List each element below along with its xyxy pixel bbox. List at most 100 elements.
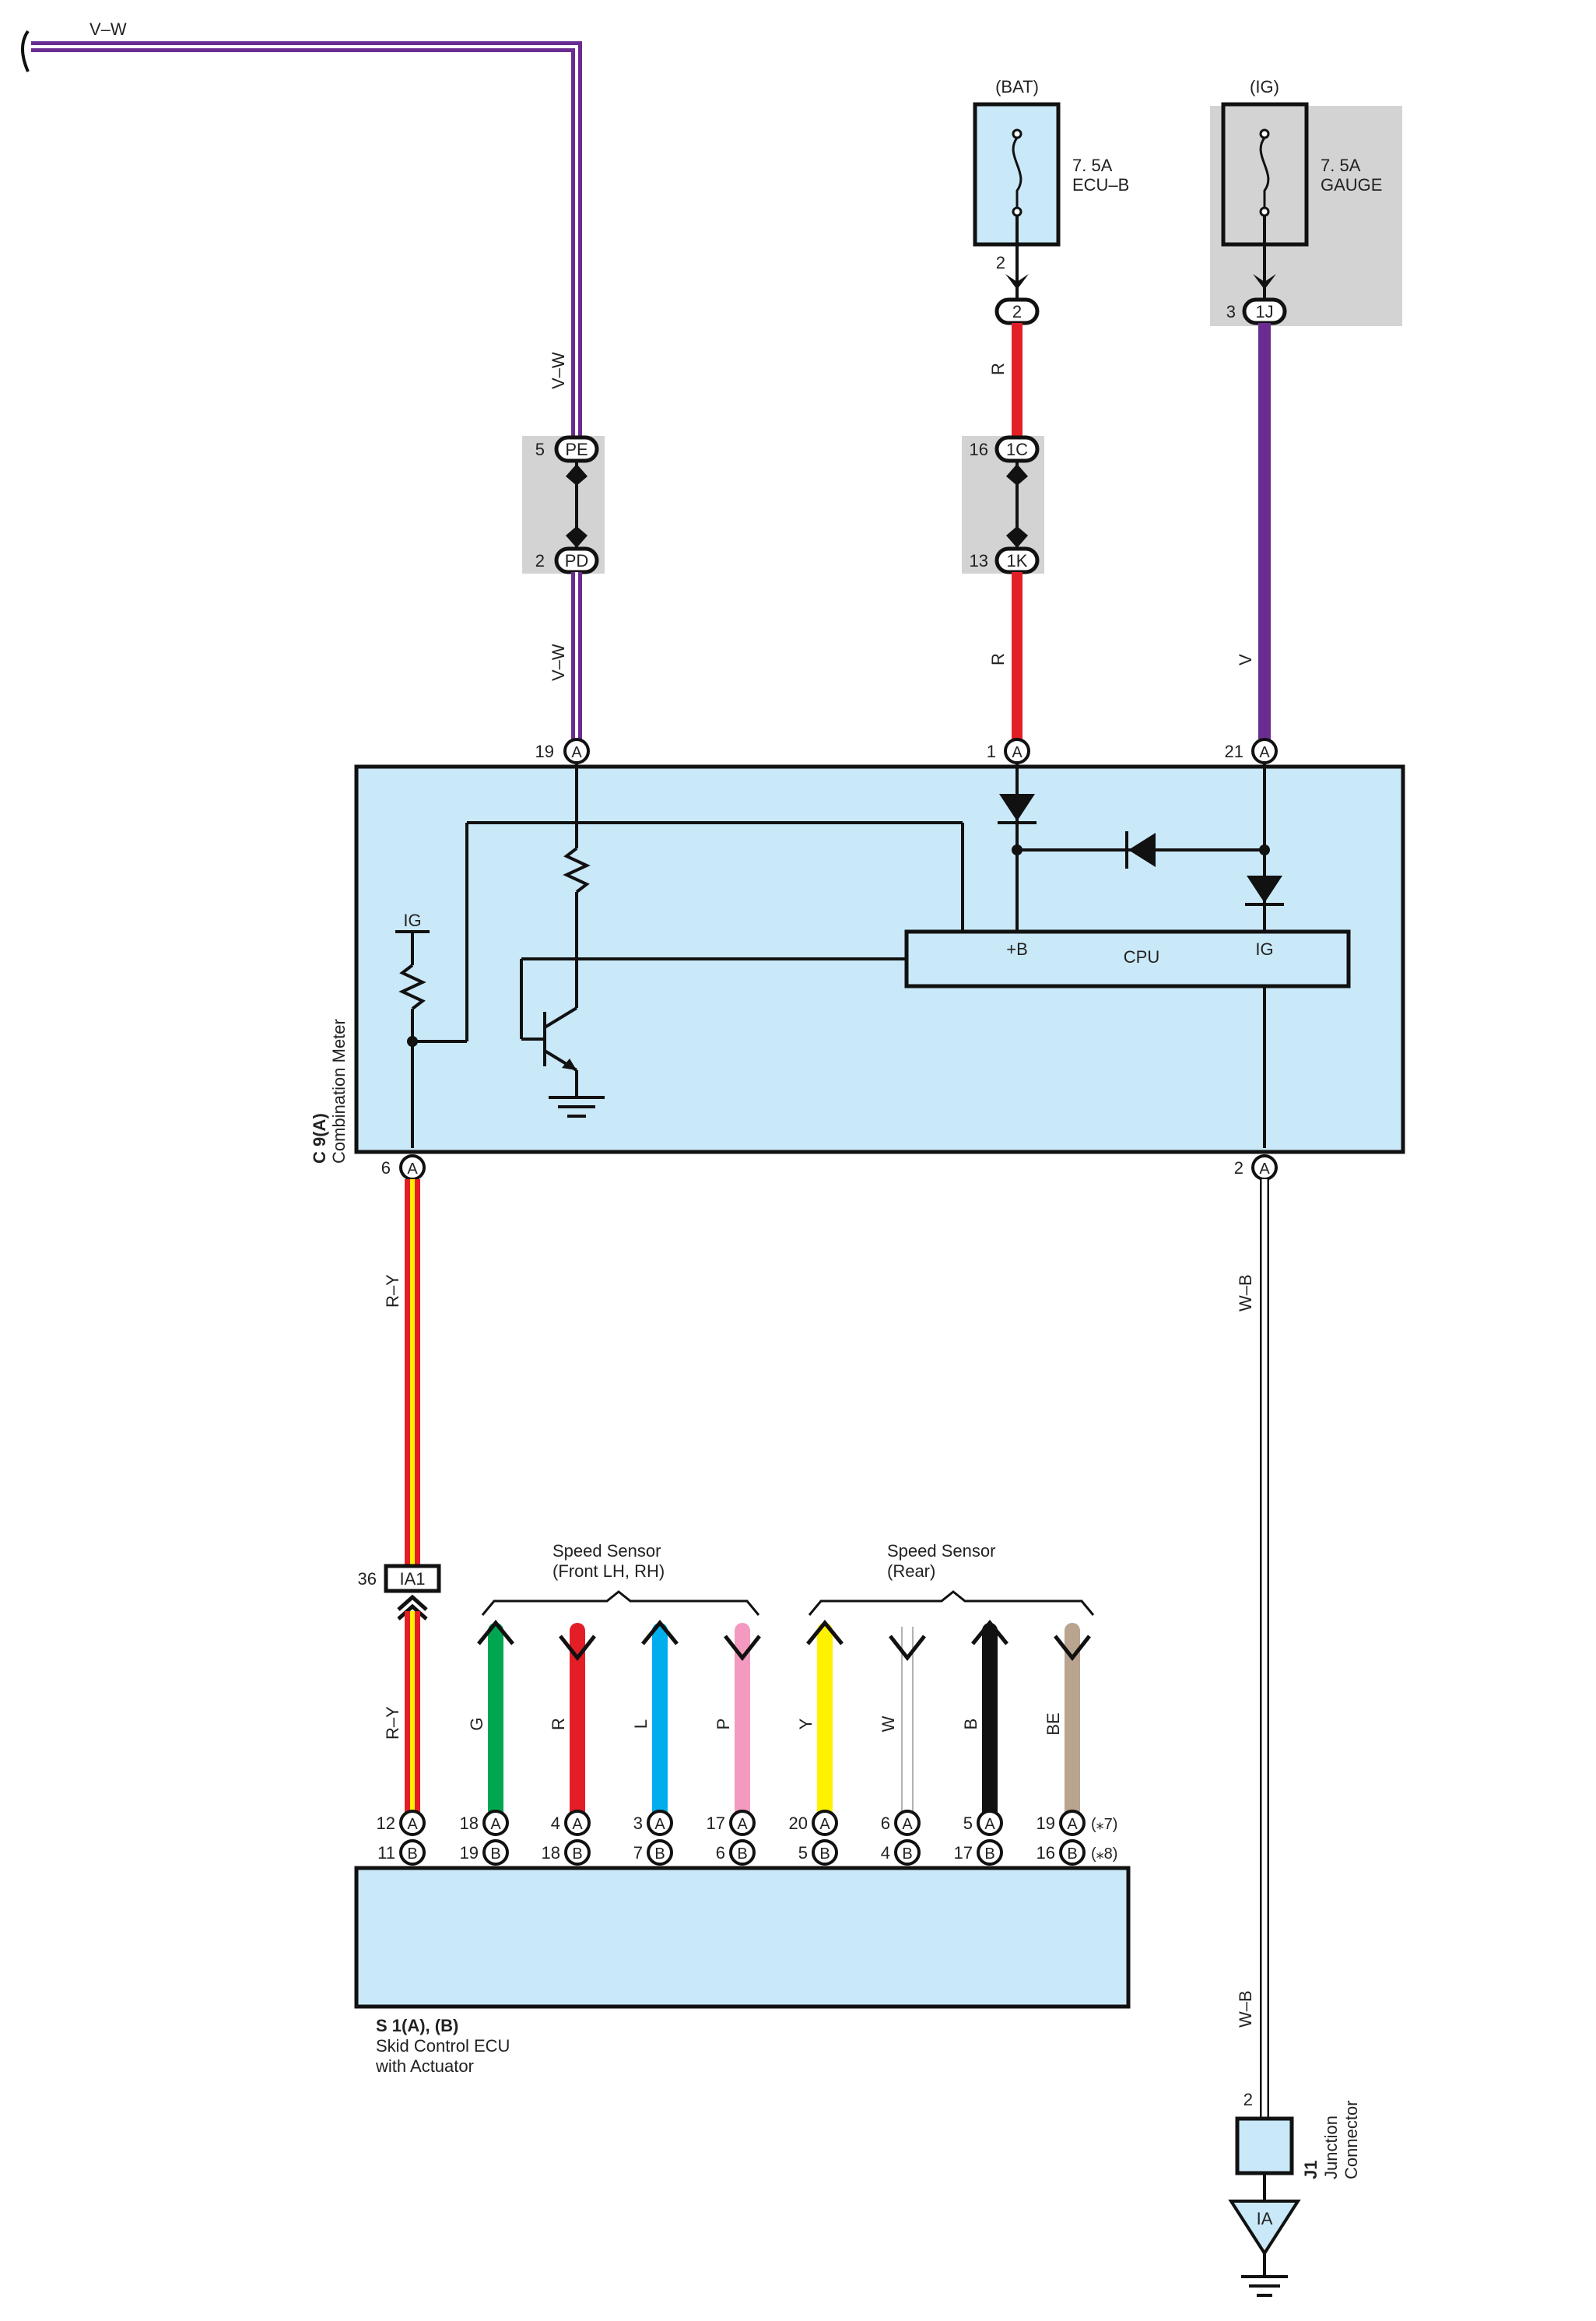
sensor-wire-4 [724, 1623, 761, 1821]
meter-pin-21: A 21 [1225, 738, 1278, 764]
ecu-pin-a-6: A6 [881, 1810, 921, 1836]
connector-1c: 1C 16 [970, 435, 1040, 463]
ecu-pin-a-1: A18 [460, 1810, 509, 1836]
svg-text:20: 20 [789, 1814, 808, 1833]
ecu-pin-a-5: A 20 [789, 1810, 838, 1836]
ecu-name-line2: with Actuator [375, 2056, 474, 2076]
ecu-pin-a-8: A19 [1037, 1810, 1086, 1836]
connector-1c-code: 1C [1006, 440, 1028, 459]
vw-lower-label: V–W [549, 644, 568, 681]
connector-ia1: IA1 36 [358, 1564, 441, 1593]
ecu-pin-b-8: B 16 [1037, 1839, 1086, 1866]
svg-text:5: 5 [798, 1843, 808, 1863]
j1-name-line1: Junction [1321, 2116, 1341, 2179]
top-left-wire-label: V–W [89, 19, 127, 39]
svg-text:3: 3 [633, 1814, 643, 1833]
svg-text:A: A [1067, 1816, 1078, 1833]
svg-text:A: A [902, 1816, 913, 1833]
svg-text:17: 17 [954, 1843, 973, 1863]
ecu-note-b: (⁎8) [1091, 1845, 1117, 1863]
cpu-plus-b-label: +B [1006, 939, 1028, 959]
ecu-pin-b-0: B 11 [377, 1839, 426, 1866]
meter-name: Combination Meter [329, 1019, 349, 1164]
1c-1k-link [1006, 461, 1028, 551]
connector-1k-code: 1K [1007, 551, 1028, 571]
connector-2: 2 [994, 297, 1040, 325]
front-sensor-subtitle: (Front LH, RH) [552, 1561, 665, 1581]
connector-pd-pin: 2 [535, 551, 545, 571]
sensor-wire-label-4: P [714, 1719, 733, 1730]
sensor-wire-3 [641, 1620, 679, 1821]
wb-lower-label: W–B [1236, 1990, 1255, 2028]
connector-1k: 1K 13 [970, 546, 1040, 574]
svg-text:A: A [737, 1816, 748, 1833]
sensor-wire-label-5: Y [796, 1718, 816, 1729]
svg-text:4: 4 [881, 1843, 890, 1863]
cpu-box [904, 929, 1351, 988]
svg-text:6: 6 [881, 1814, 890, 1833]
ecu-pin-b-4: B6 [716, 1839, 756, 1866]
sensor-wire-6 [889, 1623, 926, 1821]
connector-1j: 1J 3 [1226, 297, 1287, 325]
node-diode-right [1259, 844, 1270, 855]
v-wire-label: V [1236, 654, 1255, 665]
meter-code: C 9(A) [310, 1113, 329, 1164]
svg-text:B: B [490, 1845, 500, 1863]
svg-text:A: A [1259, 1160, 1270, 1178]
svg-text:A: A [984, 1816, 995, 1833]
svg-text:6: 6 [716, 1843, 725, 1863]
sensor-wire-1 [477, 1620, 514, 1821]
connector-1j-code: 1J [1255, 302, 1273, 321]
meter-pin-21-num: 21 [1225, 742, 1243, 761]
j1-name-line2: Connector [1342, 2100, 1361, 2179]
svg-text:7: 7 [633, 1843, 643, 1863]
ry-lower-label: R–Y [383, 1706, 402, 1740]
connector-pd-code: PD [565, 551, 589, 571]
ia1-chevrons [397, 1594, 428, 1620]
rear-sensor-subtitle: (Rear) [887, 1561, 935, 1581]
ig-fuse-rating: 7. 5A [1321, 156, 1361, 175]
ecu-pin-b-3: B7 [633, 1839, 673, 1866]
ecu-pin-a-0: A12 [377, 1810, 426, 1836]
meter-pin-6-num: 6 [381, 1158, 391, 1178]
ecu-code: S 1(A), (B) [376, 2016, 458, 2035]
connector-pe-pin: 5 [535, 440, 545, 459]
svg-text:16: 16 [1037, 1843, 1055, 1863]
ecu-pin-a-7: A5 [963, 1810, 1003, 1836]
meter-pin-2: A 2 [1234, 1154, 1278, 1181]
svg-text:B: B [407, 1845, 417, 1863]
ecu-pin-b-6: B4 [881, 1839, 921, 1866]
bat-fuse-out-pin: 2 [996, 253, 1005, 272]
svg-text:5: 5 [963, 1814, 973, 1833]
ig-source-label: (IG) [1250, 77, 1279, 97]
ecu-pin-a-2: A4 [551, 1810, 591, 1836]
svg-text:B: B [1067, 1845, 1077, 1863]
ig-fuse-output [1253, 216, 1276, 300]
rear-sensor-brace [808, 1590, 1095, 1616]
j1-pin: 2 [1243, 2090, 1253, 2109]
j1-code: J1 [1301, 2161, 1321, 2179]
cpu-label: CPU [1124, 947, 1159, 967]
pe-pd-link [566, 461, 588, 551]
connector-ia1-pin: 36 [358, 1569, 377, 1589]
connector-1c-pin: 16 [970, 440, 988, 459]
svg-text:A: A [819, 1816, 830, 1833]
ig-fuse-out-pin: 3 [1226, 302, 1236, 321]
ecu-pin-a-3: A3 [633, 1810, 673, 1836]
diode-pin1 [998, 794, 1037, 824]
meter-pin-2-num: 2 [1234, 1158, 1243, 1178]
diode-pin21 [1245, 876, 1284, 906]
svg-text:A: A [407, 1160, 418, 1178]
meter-pin-19: A 19 [535, 738, 590, 764]
sensor-wire-8 [1054, 1623, 1091, 1821]
connector-pe-code: PE [565, 440, 588, 459]
front-sensor-title: Speed Sensor [552, 1541, 661, 1561]
svg-text:A: A [490, 1816, 501, 1833]
svg-text:A: A [654, 1816, 665, 1833]
node-diode-left [1012, 844, 1022, 855]
svg-text:B: B [902, 1845, 912, 1863]
svg-text:11: 11 [377, 1843, 395, 1863]
ecu-note-a: (⁎7) [1091, 1816, 1117, 1833]
svg-text:19: 19 [460, 1843, 479, 1863]
